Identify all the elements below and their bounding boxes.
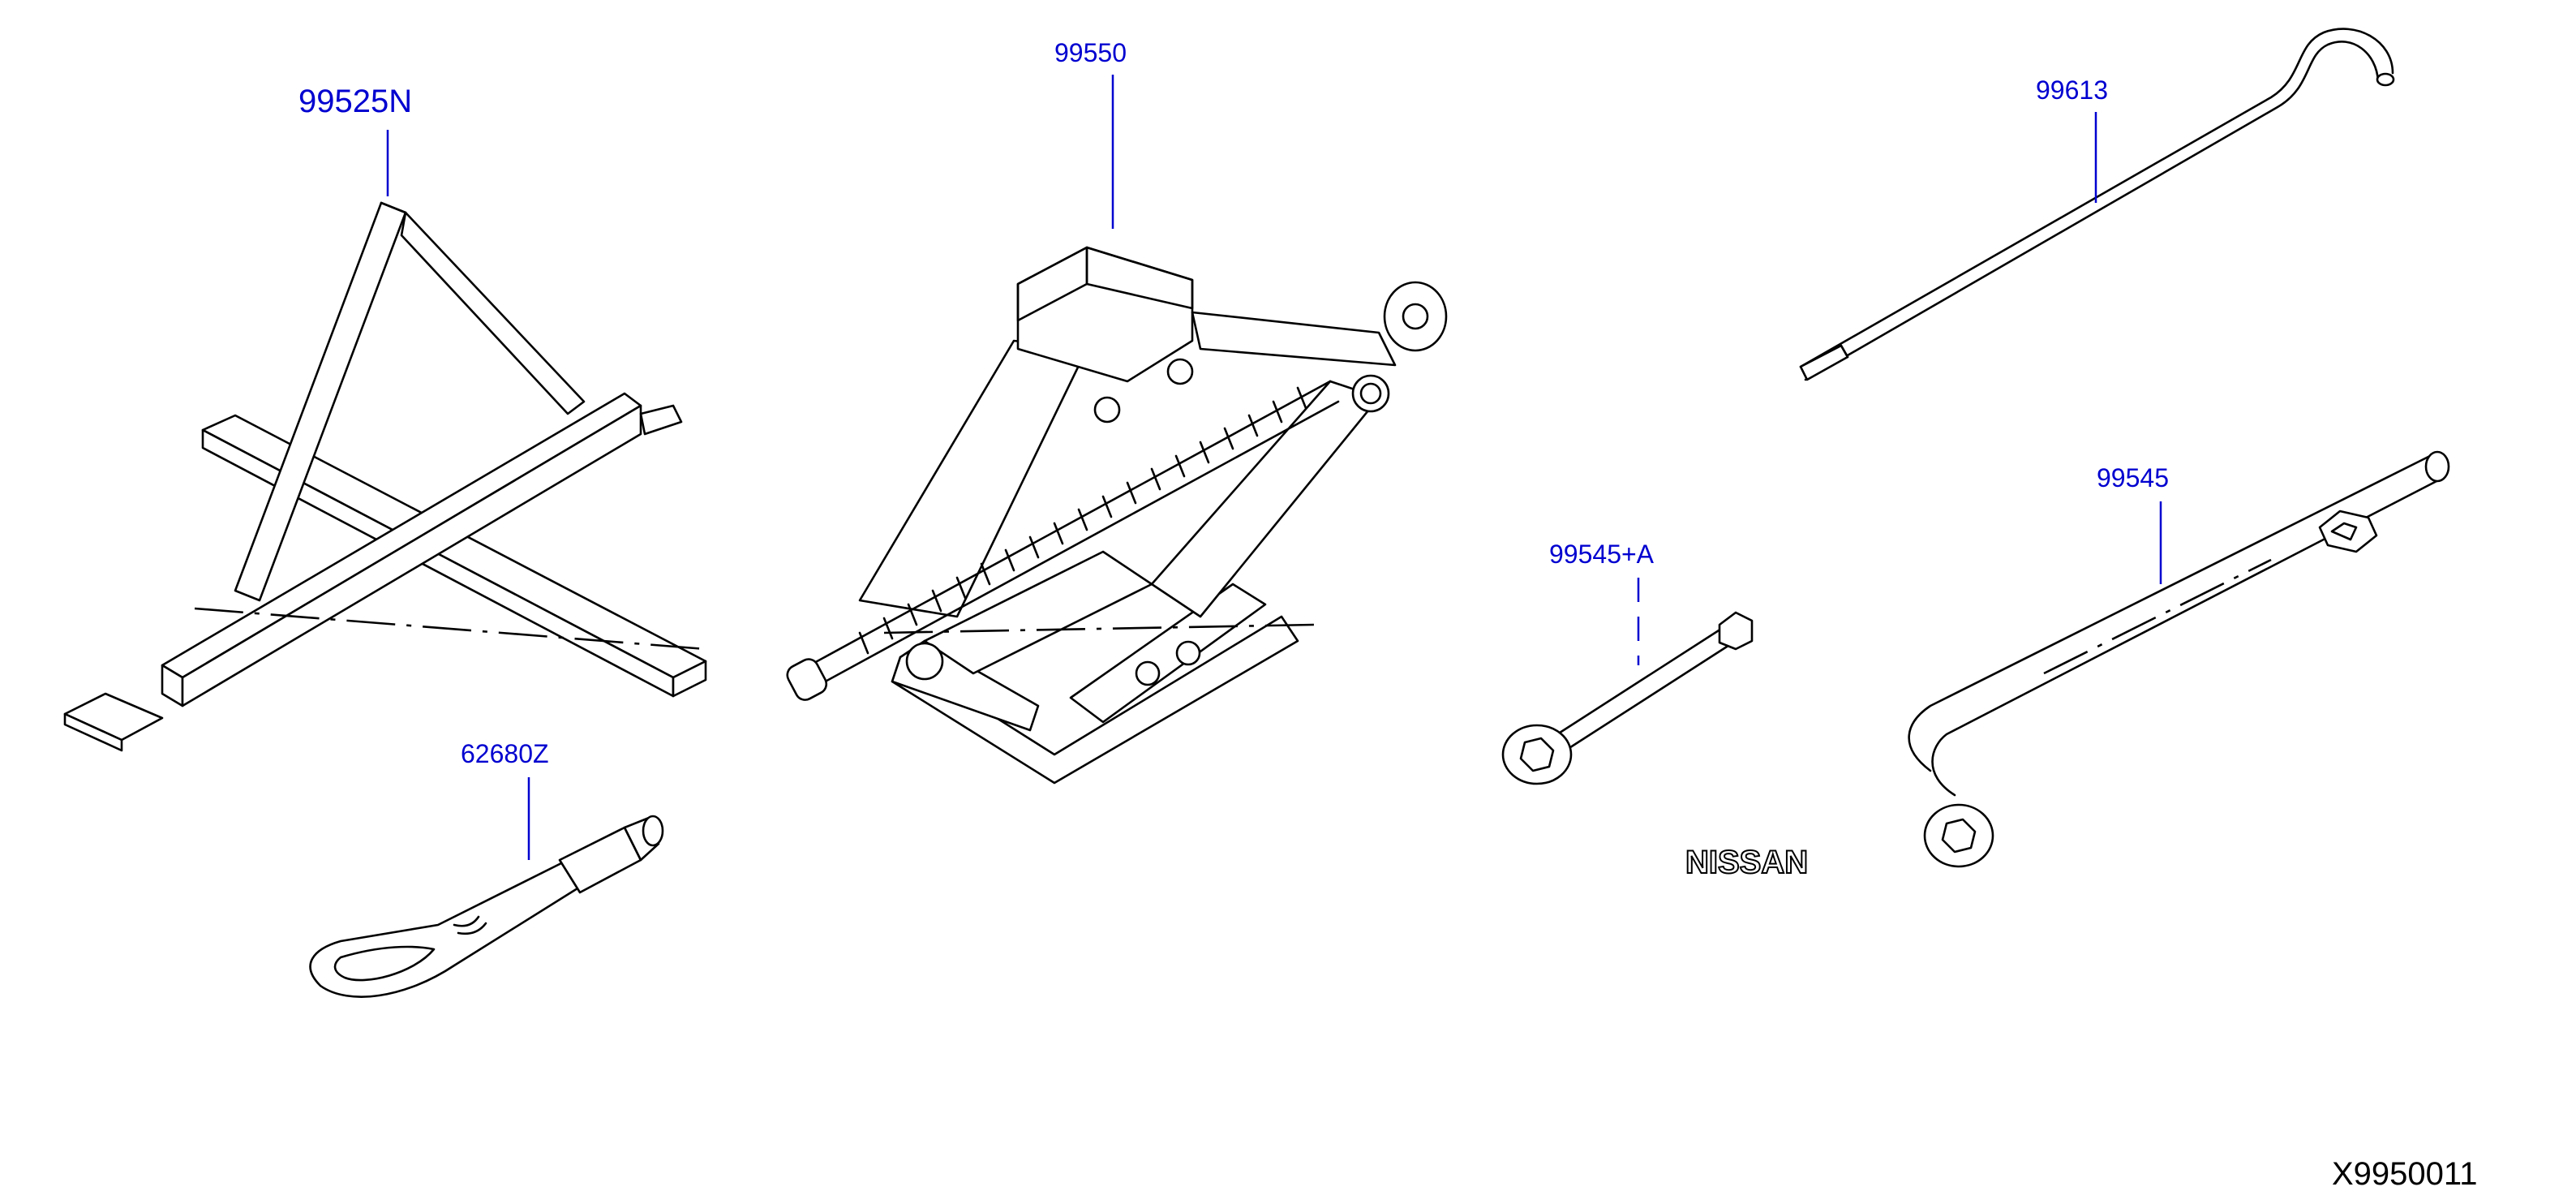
jack-handle-rod-icon — [1799, 28, 2395, 381]
jack-handle-rod-part[interactable]: 99613 — [1799, 28, 2395, 381]
lug-wrench-icon — [1908, 450, 2450, 868]
scissor-jack-label: 99550 — [1054, 38, 1127, 67]
tow-hook-icon — [309, 815, 664, 998]
jack-stand-label: 99525N — [298, 84, 412, 119]
tow-hook-label: 62680Z — [461, 739, 549, 768]
tow-hook-part[interactable]: 62680Z — [309, 739, 664, 998]
socket-extension-label: 99545+A — [1549, 540, 1655, 569]
scissor-jack-icon — [786, 246, 1448, 785]
jack-stand-part[interactable]: 99525N — [63, 84, 707, 752]
diagram-code: X9950011 — [2332, 1156, 2477, 1192]
jack-stand-icon — [63, 201, 707, 752]
nissan-logo-text: NISSAN — [1685, 845, 1808, 880]
lug-wrench-label: 99545 — [2097, 463, 2169, 492]
scissor-jack-part[interactable]: 99550 — [784, 38, 1448, 785]
socket-extension-part[interactable]: 99545+A — [1501, 540, 1754, 785]
socket-extension-icon — [1501, 611, 1754, 785]
lug-wrench-part[interactable]: 99545 — [1908, 450, 2450, 868]
jack-handle-rod-label: 99613 — [2036, 75, 2108, 105]
